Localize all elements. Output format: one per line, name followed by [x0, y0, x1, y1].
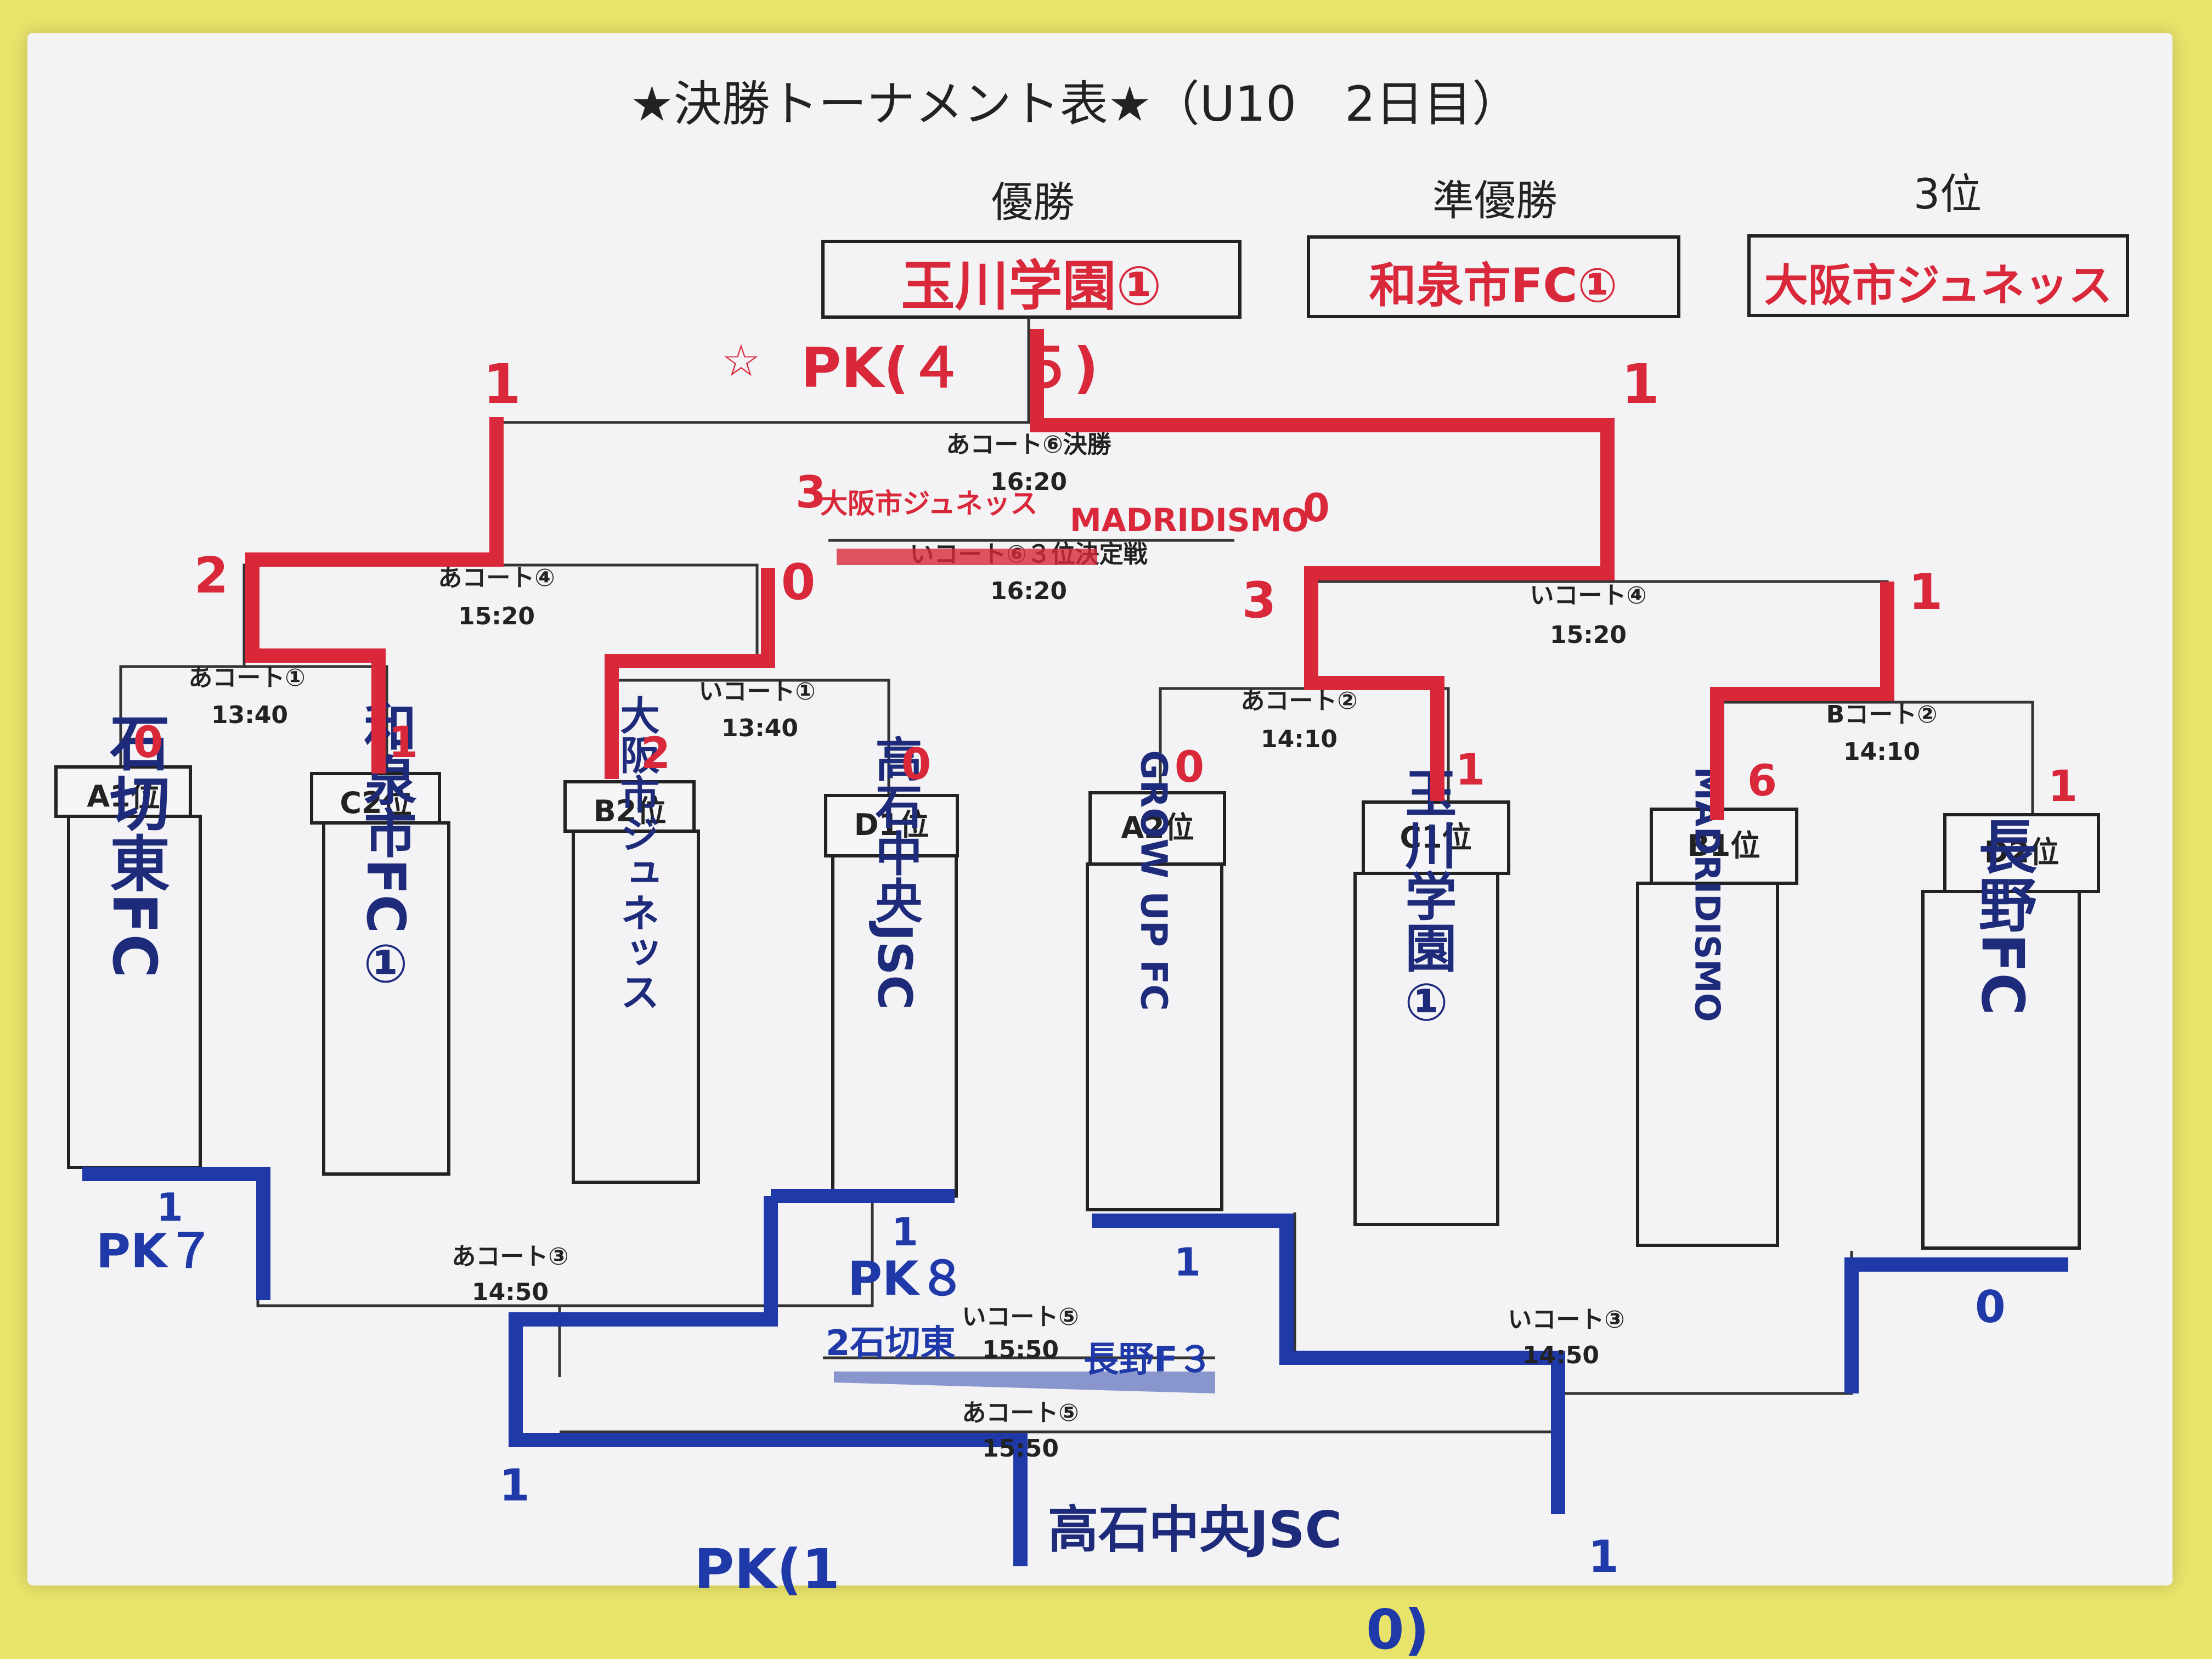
- champion-label: 優勝: [991, 178, 1075, 227]
- team-name: 長野FC: [1969, 817, 2036, 1015]
- score: 1: [1455, 746, 1485, 795]
- lower-score: 1: [891, 1210, 918, 1255]
- seed-label: A2位: [1121, 810, 1194, 845]
- lower-final-pk: PK(1: [694, 1537, 840, 1601]
- team-name: 石切東FC: [99, 712, 170, 978]
- match-time: 14:10: [1843, 738, 1920, 766]
- seed-label: C2位: [340, 786, 411, 820]
- champion-team: 玉川学園①: [901, 255, 1162, 318]
- match-court: あコート②: [1240, 687, 1357, 715]
- semi-score: 2: [194, 547, 229, 605]
- third-place-score: 3: [795, 467, 826, 518]
- seed-label: B2位: [594, 794, 667, 828]
- lower-score: 0: [1975, 1282, 2006, 1333]
- third-place-mark: [837, 549, 1097, 565]
- final-pk-mark: ☆: [721, 335, 761, 386]
- match-time: 15:20: [1550, 621, 1627, 649]
- score: 6: [1747, 757, 1777, 806]
- lower-score: 1: [499, 1460, 530, 1511]
- third-place-team: 大阪市ジュネッス: [1764, 260, 2112, 311]
- runner-up-box: [1307, 235, 1680, 318]
- seed-label: D1位: [854, 808, 929, 842]
- semi-score: 3: [1242, 572, 1277, 629]
- semi-score: 0: [781, 554, 816, 611]
- loser-path-blue: [82, 1167, 2068, 1566]
- lower-score: 1: [1588, 1531, 1619, 1582]
- lower-score: 1: [1174, 1240, 1201, 1285]
- score: 0: [901, 740, 931, 789]
- team-name: 玉川学園①: [1397, 767, 1457, 1033]
- third-place-team-left: 大阪市ジュネッス: [820, 488, 1038, 520]
- lower-pk: PK７: [96, 1224, 215, 1279]
- final-pk: PK(４ ５): [801, 336, 1098, 400]
- match-time: 14:50: [472, 1278, 549, 1306]
- team-name: GROW UP FC: [1133, 750, 1175, 1011]
- match-time: 16:20: [990, 577, 1067, 605]
- lower-score: 長野F３: [1084, 1340, 1213, 1380]
- final-score: 1: [1621, 352, 1660, 416]
- seed-label: A1位: [87, 779, 160, 814]
- page-title: ★決勝トーナメント表★（U10 2日目）: [630, 76, 1520, 132]
- match-time: 13:40: [211, 701, 288, 729]
- lower-final-winner: 高石中央JSC: [1048, 1500, 1342, 1559]
- match-time: 15:20: [458, 602, 535, 630]
- seed-box-8: [1921, 813, 2100, 1250]
- seed-label: D2位: [1984, 835, 2059, 870]
- team-name: 高石中央JSC: [867, 735, 922, 1009]
- match-time: 13:40: [721, 714, 798, 742]
- match-court: いコート①: [698, 678, 815, 706]
- seed-box-2: [310, 772, 450, 1176]
- score: 1: [2048, 762, 2078, 811]
- match-court: Bコート②: [1826, 701, 1938, 729]
- match-court: いコート③: [1508, 1306, 1624, 1334]
- third-place-lower-mark: [834, 1372, 1215, 1393]
- semi-score: 1: [1909, 563, 1943, 621]
- lower-final-pk: 0): [1366, 1598, 1429, 1659]
- third-place-label: 3位: [1914, 170, 1982, 218]
- seed-box-5: [1086, 791, 1226, 1211]
- seed-box-6: [1353, 800, 1510, 1226]
- seed-box-7: [1636, 808, 1798, 1247]
- team-name: 大阪市ジュネッス: [613, 695, 659, 1011]
- match-court: あコート①: [188, 664, 305, 692]
- match-time: 16:20: [990, 468, 1067, 496]
- final-score: 1: [483, 352, 521, 416]
- score: 1: [388, 718, 418, 768]
- third-place-team-right: MADRIDISMO: [1070, 501, 1309, 539]
- match-time: 15:50: [982, 1336, 1059, 1364]
- match-court: あコート⑥決勝: [946, 431, 1111, 459]
- third-place-score: 0: [1303, 486, 1330, 531]
- lower-score: 1: [156, 1185, 183, 1230]
- match-court: いコート④: [1530, 582, 1646, 610]
- seed-box-3: [563, 780, 700, 1184]
- lower-pk: PK８: [848, 1251, 966, 1306]
- score: 0: [133, 718, 163, 768]
- score: 0: [1175, 743, 1204, 792]
- match-court: いコート⑤: [962, 1303, 1079, 1331]
- match-court: あコート④: [438, 564, 555, 592]
- seed-label: B1位: [1688, 828, 1760, 863]
- runner-up-label: 準優勝: [1432, 176, 1558, 225]
- third-place-box: [1747, 234, 2129, 317]
- match-time: 14:10: [1261, 725, 1338, 753]
- lower-score: 2石切東: [826, 1323, 956, 1364]
- match-court: あコート③: [452, 1243, 568, 1271]
- runner-up-team: 和泉市FC①: [1369, 258, 1618, 313]
- winner-path-red: [245, 329, 1894, 820]
- champion-box: [821, 240, 1242, 319]
- seed-label: C1位: [1400, 820, 1471, 855]
- match-time: 15:50: [982, 1435, 1059, 1463]
- match-time: 14:50: [1522, 1341, 1599, 1369]
- score: 2: [641, 729, 670, 778]
- seed-box-1: [54, 765, 202, 1169]
- match-court: あコート⑤: [962, 1399, 1079, 1427]
